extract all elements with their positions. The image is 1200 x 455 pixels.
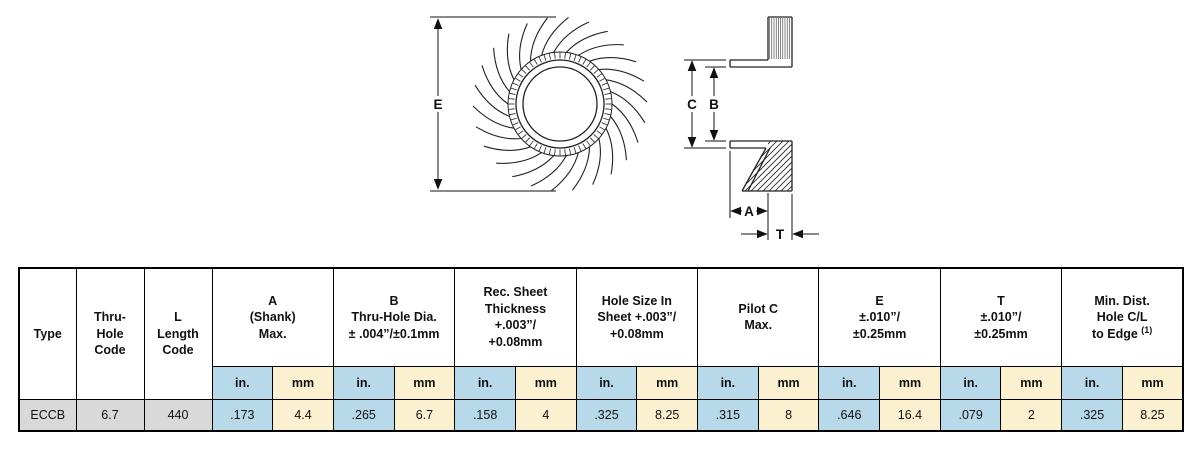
cell-hole-size-in: .325 [575,398,638,432]
cell-min-dist-mm: 8.25 [1121,398,1184,432]
unit-header-mm: mm [514,365,577,400]
unit-header-in: in. [1061,365,1123,400]
unit-header-row: in. mm in. mm in. mm in. mm in. mm in. m… [19,365,1184,400]
unit-header-mm: mm [1000,365,1063,400]
dim-e-label-bg [430,96,446,112]
unit-header-in: in. [575,365,638,400]
technical-drawing: E C B A T [430,16,819,242]
unit-header-mm: mm [636,365,699,400]
unit-header-in: in. [332,365,395,400]
cell-length-code: 440 [143,398,213,432]
dimension-lines [430,16,819,240]
cell-b-in: .265 [332,398,395,432]
min-dist-label: Min. Dist. Hole C/L to Edge [1091,293,1150,341]
front-view [472,16,648,192]
footnote-marker: (1) [1141,324,1153,335]
group-header-hole-size: Hole Size In Sheet +.003”/ +0.08mm [575,267,699,367]
col-header-type: Type [18,267,77,400]
unit-header-in: in. [211,365,274,400]
dim-label-b: B [709,97,719,112]
group-header-e: E ±.010”/ ±0.25mm [818,267,941,367]
cell-thru-hole-code: 6.7 [75,398,145,432]
cell-pilot-c-in: .315 [697,398,759,432]
cell-sheet-thickness-mm: 4 [514,398,577,432]
data-row-eccb: ECCB 6.7 440 .173 4.4 .265 6.7 .158 4 .3… [18,398,1184,432]
dim-label-e: E [433,97,442,112]
cell-min-dist-in: .325 [1061,398,1123,432]
cell-hole-size-mm: 8.25 [636,398,699,432]
cell-sheet-thickness-in: .158 [454,398,516,432]
group-header-t: T ±.010”/ ±0.25mm [939,267,1063,367]
thru-hole-circle [522,66,598,142]
cell-t-mm: 2 [1000,398,1063,432]
cell-e-in: .646 [818,398,881,432]
cell-a-mm: 4.4 [272,398,334,432]
unit-header-mm: mm [393,365,456,400]
knurl-profile-icon [769,18,790,59]
tooth-root-circle [507,51,613,157]
group-header-min-dist: Min. Dist. Hole C/L to Edge (1) [1061,267,1184,367]
dim-label-t: T [776,227,785,242]
knurl-teeth-icon [472,16,648,192]
cell-t-in: .079 [939,398,1002,432]
dim-c-label-bg [685,96,699,112]
side-view [729,16,793,192]
cell-a-in: .173 [211,398,274,432]
cell-type: ECCB [18,398,77,432]
unit-header-in: in. [454,365,516,400]
col-header-thru-hole-code: Thru- Hole Code [75,267,145,400]
group-header-b-thru-hole: B Thru-Hole Dia. ± .004”/±0.1mm [332,267,456,367]
unit-header-mm: mm [757,365,820,400]
spec-table: Type Thru- Hole Code L Length Code A (Sh… [18,267,1185,432]
col-header-length-code: L Length Code [143,267,213,400]
dim-a-label-bg [742,203,756,219]
dimension-labels: E C B A T [430,96,785,242]
unit-header-in: in. [697,365,759,400]
cell-e-mm: 16.4 [879,398,941,432]
serration-ring-icon [508,52,612,156]
counterbore-circle [515,59,605,149]
cell-pilot-c-mm: 8 [757,398,820,432]
unit-header-mm: mm [272,365,334,400]
group-header-pilot-c: Pilot C Max. [697,267,820,367]
group-header-sheet-thickness: Rec. Sheet Thickness +.003”/ +0.08mm [454,267,577,367]
dim-label-c: C [687,97,697,112]
section-hatch-icon [742,141,792,191]
unit-header-in: in. [939,365,1002,400]
unit-header-in: in. [818,365,881,400]
group-header-row: Type Thru- Hole Code L Length Code A (Sh… [18,267,1184,400]
cell-b-mm: 6.7 [393,398,456,432]
dim-label-a: A [744,204,754,219]
dim-b-label-bg [707,96,721,112]
unit-header-mm: mm [1121,365,1184,400]
unit-header-mm: mm [879,365,941,400]
group-header-a-shank: A (Shank) Max. [211,267,334,367]
